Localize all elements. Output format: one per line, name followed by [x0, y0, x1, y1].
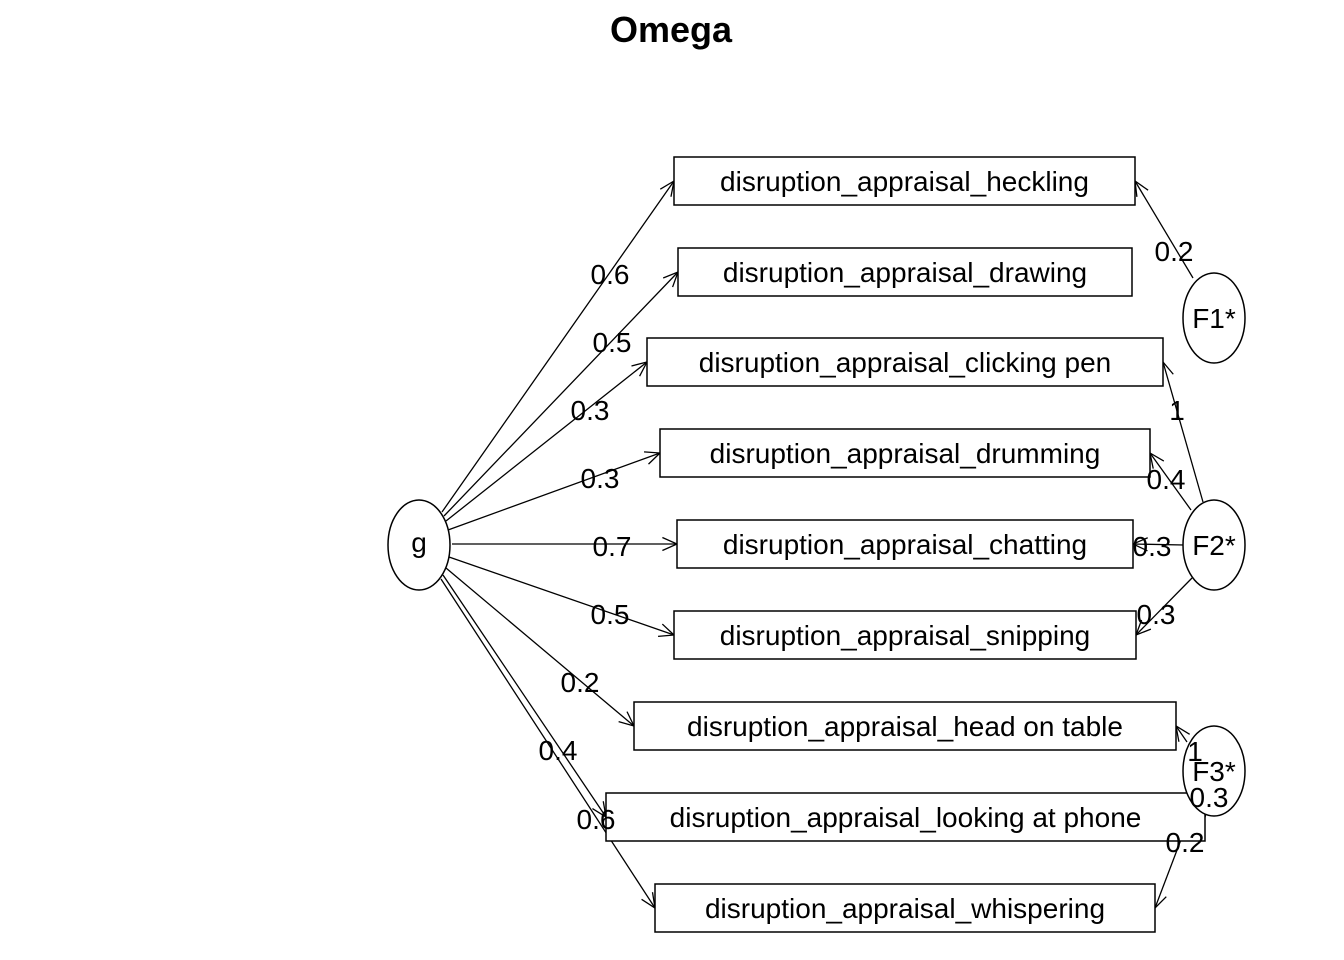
- g-loading-label-2: 0.3: [571, 395, 610, 426]
- f2-loading-label-2: 1: [1169, 395, 1185, 426]
- edge-labels-layer: 0.6 0.5 0.3 0.3 0.7 0.5 0.2 0.4 0.6 0.2 1 0.4 0.3 0.3…: [539, 236, 1229, 858]
- g-loading-label-1: 0.5: [593, 327, 632, 358]
- item-box-8: [654, 883, 1156, 933]
- group-factor-label-1: F1*: [1192, 303, 1236, 334]
- g-edge-6: [445, 567, 635, 727]
- g-loading-label-7: 0.4: [539, 735, 578, 766]
- f3-edge-6: [1175, 725, 1188, 743]
- edges-layer: [440, 179, 1211, 910]
- group-factor-node-2: [1182, 499, 1246, 591]
- f2-edge-4: [1132, 543, 1185, 546]
- item-box-6: [633, 701, 1177, 751]
- g-edge-2: [445, 361, 648, 522]
- g-loading-label-5: 0.5: [591, 599, 630, 630]
- items-layer: disruption_appraisal_heckling disruption_…: [605, 156, 1206, 933]
- item-label-6: disruption_appraisal_head on table: [687, 711, 1123, 742]
- g-edge-7: [442, 574, 607, 818]
- item-label-7: disruption_appraisal_looking at phone: [670, 802, 1142, 833]
- g-edge-1: [443, 271, 679, 517]
- f2-loading-label-5: 0.3: [1137, 599, 1176, 630]
- item-label-0: disruption_appraisal_heckling: [720, 166, 1089, 197]
- g-edge-8: [440, 578, 656, 909]
- item-box-1: [677, 247, 1133, 297]
- f2-edge-2: [1162, 361, 1204, 503]
- diagram-title: Omega: [610, 9, 733, 50]
- f1-edge-0: [1134, 180, 1194, 279]
- group-factor-node-3: [1182, 725, 1246, 817]
- item-label-2: disruption_appraisal_clicking pen: [699, 347, 1111, 378]
- item-label-5: disruption_appraisal_snipping: [720, 620, 1090, 651]
- f2-edge-5: [1135, 577, 1193, 636]
- g-loading-label-3: 0.3: [581, 463, 620, 494]
- item-label-3: disruption_appraisal_drumming: [710, 438, 1101, 469]
- g-loading-label-8: 0.6: [577, 804, 616, 835]
- item-box-0: [673, 156, 1136, 206]
- item-label-4: disruption_appraisal_chatting: [723, 529, 1087, 560]
- f3-loading-label-8: 0.2: [1166, 827, 1205, 858]
- g-factor-label: g: [411, 527, 427, 558]
- item-box-4: [676, 519, 1134, 569]
- item-box-2: [646, 337, 1164, 387]
- item-label-1: disruption_appraisal_drawing: [723, 257, 1087, 288]
- g-loading-label-0: 0.6: [591, 259, 630, 290]
- f3-loading-label-6: 1: [1187, 736, 1203, 767]
- item-box-3: [659, 428, 1151, 478]
- g-edge-5: [448, 556, 675, 636]
- g-edge-3: [447, 452, 661, 531]
- item-box-7: [605, 792, 1206, 842]
- f3-loading-label-7: 0.3: [1190, 782, 1229, 813]
- g-edge-0: [441, 180, 675, 513]
- item-label-8: disruption_appraisal_whispering: [705, 893, 1105, 924]
- group-factor-label-3: F3*: [1192, 756, 1236, 787]
- group-factor-node-1: [1182, 272, 1246, 364]
- item-box-5: [673, 610, 1137, 660]
- g-factor-node: [387, 499, 451, 591]
- group-factor-label-2: F2*: [1192, 530, 1236, 561]
- f2-loading-label-4: 0.3: [1133, 531, 1172, 562]
- f1-loading-label-0: 0.2: [1155, 236, 1194, 267]
- factors-layer: g F1* F2* F3*: [387, 272, 1246, 817]
- g-loading-label-4: 0.7: [593, 531, 632, 562]
- f2-edge-3: [1149, 452, 1192, 511]
- f2-loading-label-3: 0.4: [1147, 464, 1186, 495]
- g-loading-label-6: 0.2: [561, 667, 600, 698]
